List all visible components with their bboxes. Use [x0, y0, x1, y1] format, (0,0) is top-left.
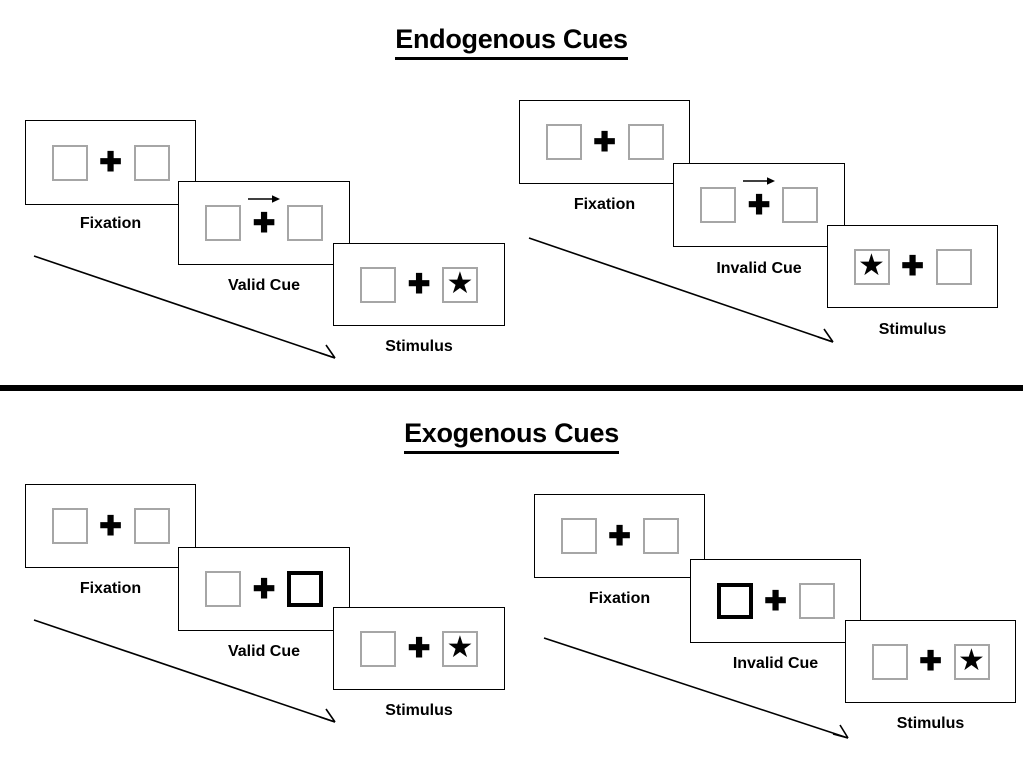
section-divider — [0, 385, 1023, 391]
fixation-cross-icon: ✚ — [593, 126, 616, 157]
section-title-endogenous-text: Endogenous Cues — [395, 24, 628, 60]
fixation-cross-icon: ✚ — [608, 520, 631, 551]
left-placeholder-box — [700, 187, 736, 223]
panel-endogenous-valid-stimulus[interactable]: ✚ ★ — [333, 243, 505, 326]
left-target-box: ★ — [853, 248, 890, 285]
panel-label-exogenous-invalid-stimulus: Stimulus — [896, 715, 965, 732]
panel-label-exogenous-invalid-cue: Invalid Cue — [732, 655, 819, 672]
panel-label-endogenous-invalid-cue: Invalid Cue — [716, 260, 802, 277]
right-placeholder-box — [782, 187, 818, 223]
panel-exogenous-invalid-cue[interactable]: ✚ — [690, 559, 861, 643]
panel-label-endogenous-valid-cue: Valid Cue — [227, 277, 301, 294]
left-placeholder-box — [871, 643, 908, 680]
panel-exogenous-valid-fixation[interactable]: ✚ — [25, 484, 196, 568]
fixation-cross-icon: ✚ — [407, 269, 431, 299]
right-cued-box — [287, 571, 323, 607]
left-placeholder-box — [205, 205, 241, 241]
right-placeholder-box — [287, 205, 323, 241]
time-flow-arrow-endogenous-invalid — [528, 237, 834, 343]
left-placeholder-box — [360, 630, 396, 667]
panel-label-endogenous-valid-fixation: Fixation — [79, 215, 142, 232]
panel-content: ✚ — [205, 194, 323, 241]
fixation-cross-icon: ✚ — [99, 147, 122, 177]
fixation-cross-icon: ✚ — [252, 573, 276, 604]
right-placeholder-box — [935, 248, 972, 285]
star-icon: ★ — [958, 643, 985, 677]
left-placeholder-box — [205, 571, 241, 607]
panel-content: ✚ — [51, 144, 170, 181]
panel-label-exogenous-invalid-fixation: Fixation — [588, 590, 651, 607]
panel-content: ✚ — [545, 124, 664, 160]
time-flow-arrow-endogenous-valid — [33, 255, 336, 359]
panel-content: ✚ ★ — [360, 266, 478, 303]
fixation-cross-glyph: ✚ — [252, 207, 276, 238]
fixation-cross-icon: ✚ — [736, 176, 782, 220]
fixation-cross-icon: ✚ — [241, 194, 287, 238]
arrow-right-cue-icon — [248, 194, 280, 203]
panel-exogenous-invalid-fixation[interactable]: ✚ — [534, 494, 705, 578]
right-placeholder-box — [133, 508, 170, 544]
panel-endogenous-invalid-fixation[interactable]: ✚ — [519, 100, 690, 184]
fixation-cross-icon: ✚ — [901, 251, 924, 281]
panel-label-endogenous-valid-stimulus: Stimulus — [385, 338, 453, 355]
panel-label-endogenous-invalid-fixation: Fixation — [573, 196, 636, 213]
panel-label-exogenous-valid-cue: Valid Cue — [227, 643, 301, 660]
panel-endogenous-invalid-cue[interactable]: ✚ — [673, 163, 845, 247]
panel-exogenous-invalid-stimulus[interactable]: ✚ ★ — [845, 620, 1016, 703]
fixation-cross-icon: ✚ — [919, 646, 942, 676]
panel-endogenous-invalid-stimulus[interactable]: ★ ✚ — [827, 225, 998, 308]
left-placeholder-box — [560, 518, 597, 554]
panel-content: ✚ — [716, 583, 835, 619]
panel-content: ✚ ★ — [871, 643, 990, 680]
panel-endogenous-valid-cue[interactable]: ✚ — [178, 181, 350, 265]
right-placeholder-box — [133, 144, 170, 181]
star-icon: ★ — [446, 630, 474, 664]
right-target-box: ★ — [953, 643, 990, 680]
right-target-box: ★ — [442, 630, 478, 667]
fixation-cross-glyph: ✚ — [747, 189, 771, 220]
left-placeholder-box — [51, 508, 88, 544]
right-target-box: ★ — [442, 266, 478, 303]
panel-content: ✚ ★ — [360, 630, 478, 667]
fixation-cross-icon: ✚ — [407, 633, 431, 663]
time-flow-arrow-exogenous-invalid — [543, 637, 849, 739]
fixation-cross-icon: ✚ — [99, 510, 122, 541]
arrow-right-cue-icon — [743, 176, 775, 185]
panel-content: ✚ — [205, 571, 323, 607]
right-placeholder-box — [798, 583, 835, 619]
left-placeholder-box — [360, 266, 396, 303]
panel-label-endogenous-invalid-stimulus: Stimulus — [878, 321, 947, 338]
section-title-exogenous-text: Exogenous Cues — [404, 418, 619, 454]
left-cued-box — [716, 583, 753, 619]
left-placeholder-box — [51, 144, 88, 181]
panel-label-exogenous-valid-fixation: Fixation — [79, 580, 142, 597]
panel-exogenous-valid-cue[interactable]: ✚ — [178, 547, 350, 631]
panel-endogenous-valid-fixation[interactable]: ✚ — [25, 120, 196, 205]
panel-exogenous-valid-stimulus[interactable]: ✚ ★ — [333, 607, 505, 690]
panel-content: ✚ — [560, 518, 679, 554]
panel-content: ★ ✚ — [853, 248, 972, 285]
panel-label-exogenous-valid-stimulus: Stimulus — [385, 702, 453, 719]
section-title-exogenous: Exogenous Cues — [0, 418, 1023, 454]
section-title-endogenous: Endogenous Cues — [0, 24, 1023, 60]
right-placeholder-box — [642, 518, 679, 554]
right-placeholder-box — [627, 124, 664, 160]
star-icon: ★ — [858, 248, 885, 282]
star-icon: ★ — [446, 266, 474, 300]
fixation-cross-icon: ✚ — [764, 585, 787, 616]
panel-content: ✚ — [51, 508, 170, 544]
panel-content: ✚ — [700, 176, 818, 223]
left-placeholder-box — [545, 124, 582, 160]
